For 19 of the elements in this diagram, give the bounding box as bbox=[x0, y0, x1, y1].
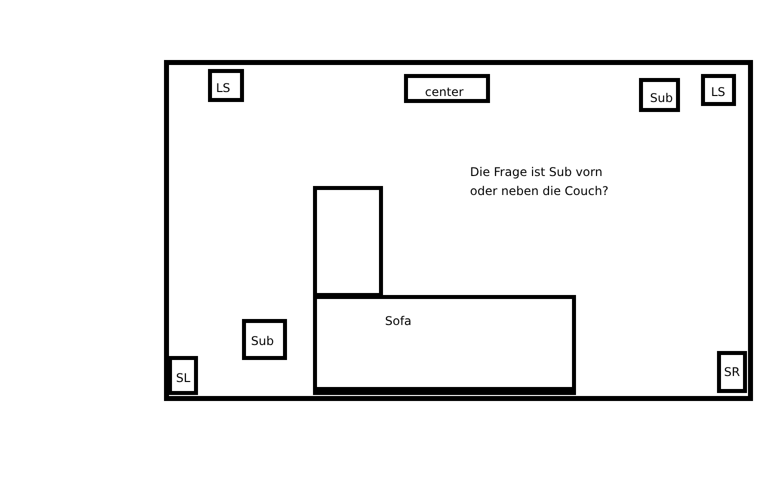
speaker-box bbox=[404, 74, 490, 103]
speaker-box bbox=[168, 356, 198, 395]
subwoofer-box bbox=[242, 319, 287, 360]
question-note: Die Frage ist Sub vorn oder neben die Couch? bbox=[470, 164, 610, 200]
speaker-label: Sub bbox=[650, 91, 673, 105]
speaker-box bbox=[208, 69, 244, 102]
sofa-block bbox=[313, 295, 576, 395]
speaker-label: SL bbox=[176, 371, 190, 385]
speaker-label: center bbox=[425, 85, 464, 99]
speaker-label: LS bbox=[216, 81, 230, 95]
speaker-box bbox=[717, 351, 747, 393]
subwoofer-box bbox=[639, 78, 680, 112]
furniture-label: Sofa bbox=[385, 314, 412, 328]
speaker-label: SR bbox=[724, 365, 740, 379]
speaker-label: Sub bbox=[251, 334, 274, 348]
room-outline bbox=[164, 60, 753, 401]
speaker-box bbox=[701, 74, 736, 106]
speaker-label: LS bbox=[711, 85, 726, 99]
chaise-block bbox=[313, 186, 383, 297]
